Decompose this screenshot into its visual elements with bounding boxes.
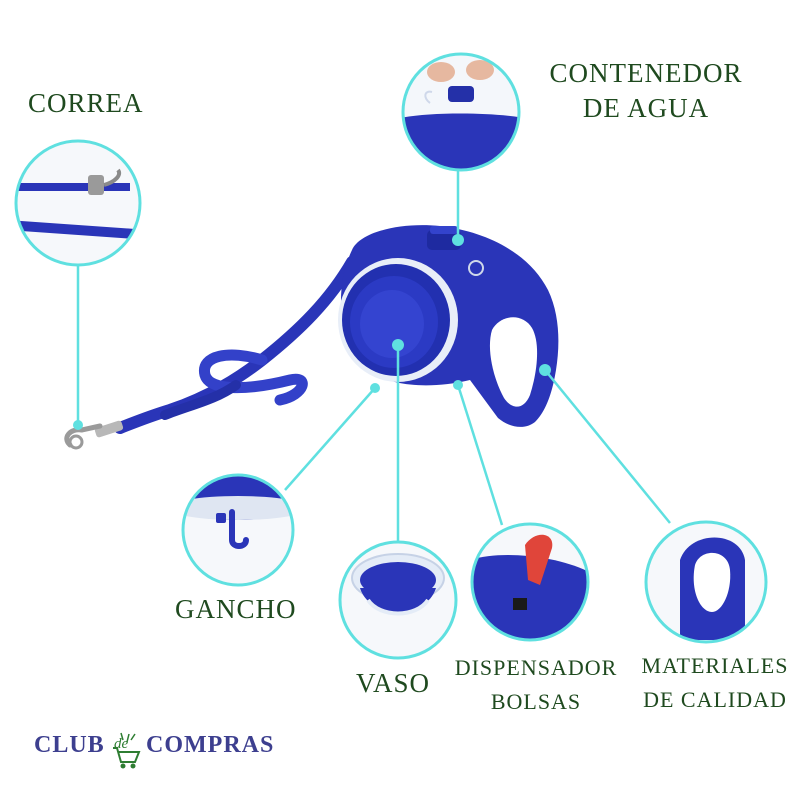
label-contenedor: CONTENEDOR DE AGUA — [543, 58, 749, 124]
leash-device — [338, 225, 559, 427]
strap-detail-circle — [14, 139, 142, 267]
label-contenedor-line2: DE AGUA — [582, 93, 710, 123]
callout-lines — [76, 170, 671, 542]
shopping-cart-icon — [113, 732, 141, 769]
label-dispensador-line2: BOLSAS — [490, 689, 582, 714]
bag-dispenser-detail-circle — [470, 522, 590, 642]
logo-word-club: CLUB — [34, 732, 105, 758]
water-container-detail-circle — [401, 52, 521, 172]
label-dispensador: DISPENSADOR BOLSAS — [452, 655, 620, 715]
hook-detail-circle — [181, 473, 295, 587]
label-gancho: GANCHO — [175, 594, 297, 624]
callout-dots — [73, 234, 551, 430]
label-materiales-line2: DE CALIDAD — [643, 687, 787, 712]
label-materiales: MATERIALES DE CALIDAD — [640, 653, 790, 713]
label-correa: CORREA — [28, 88, 144, 118]
label-vaso: VASO — [356, 668, 431, 698]
bowl-detail-circle — [338, 540, 458, 660]
label-dispensador-line1: DISPENSADOR — [454, 655, 618, 680]
quality-materials-detail-circle — [644, 520, 768, 644]
logo-word-de: de — [114, 736, 129, 752]
label-contenedor-line1: CONTENEDOR — [549, 58, 743, 88]
label-materiales-line1: MATERIALES — [641, 653, 789, 678]
leash-strap — [64, 256, 358, 450]
logo-word-compras: COMPRAS — [146, 732, 275, 758]
